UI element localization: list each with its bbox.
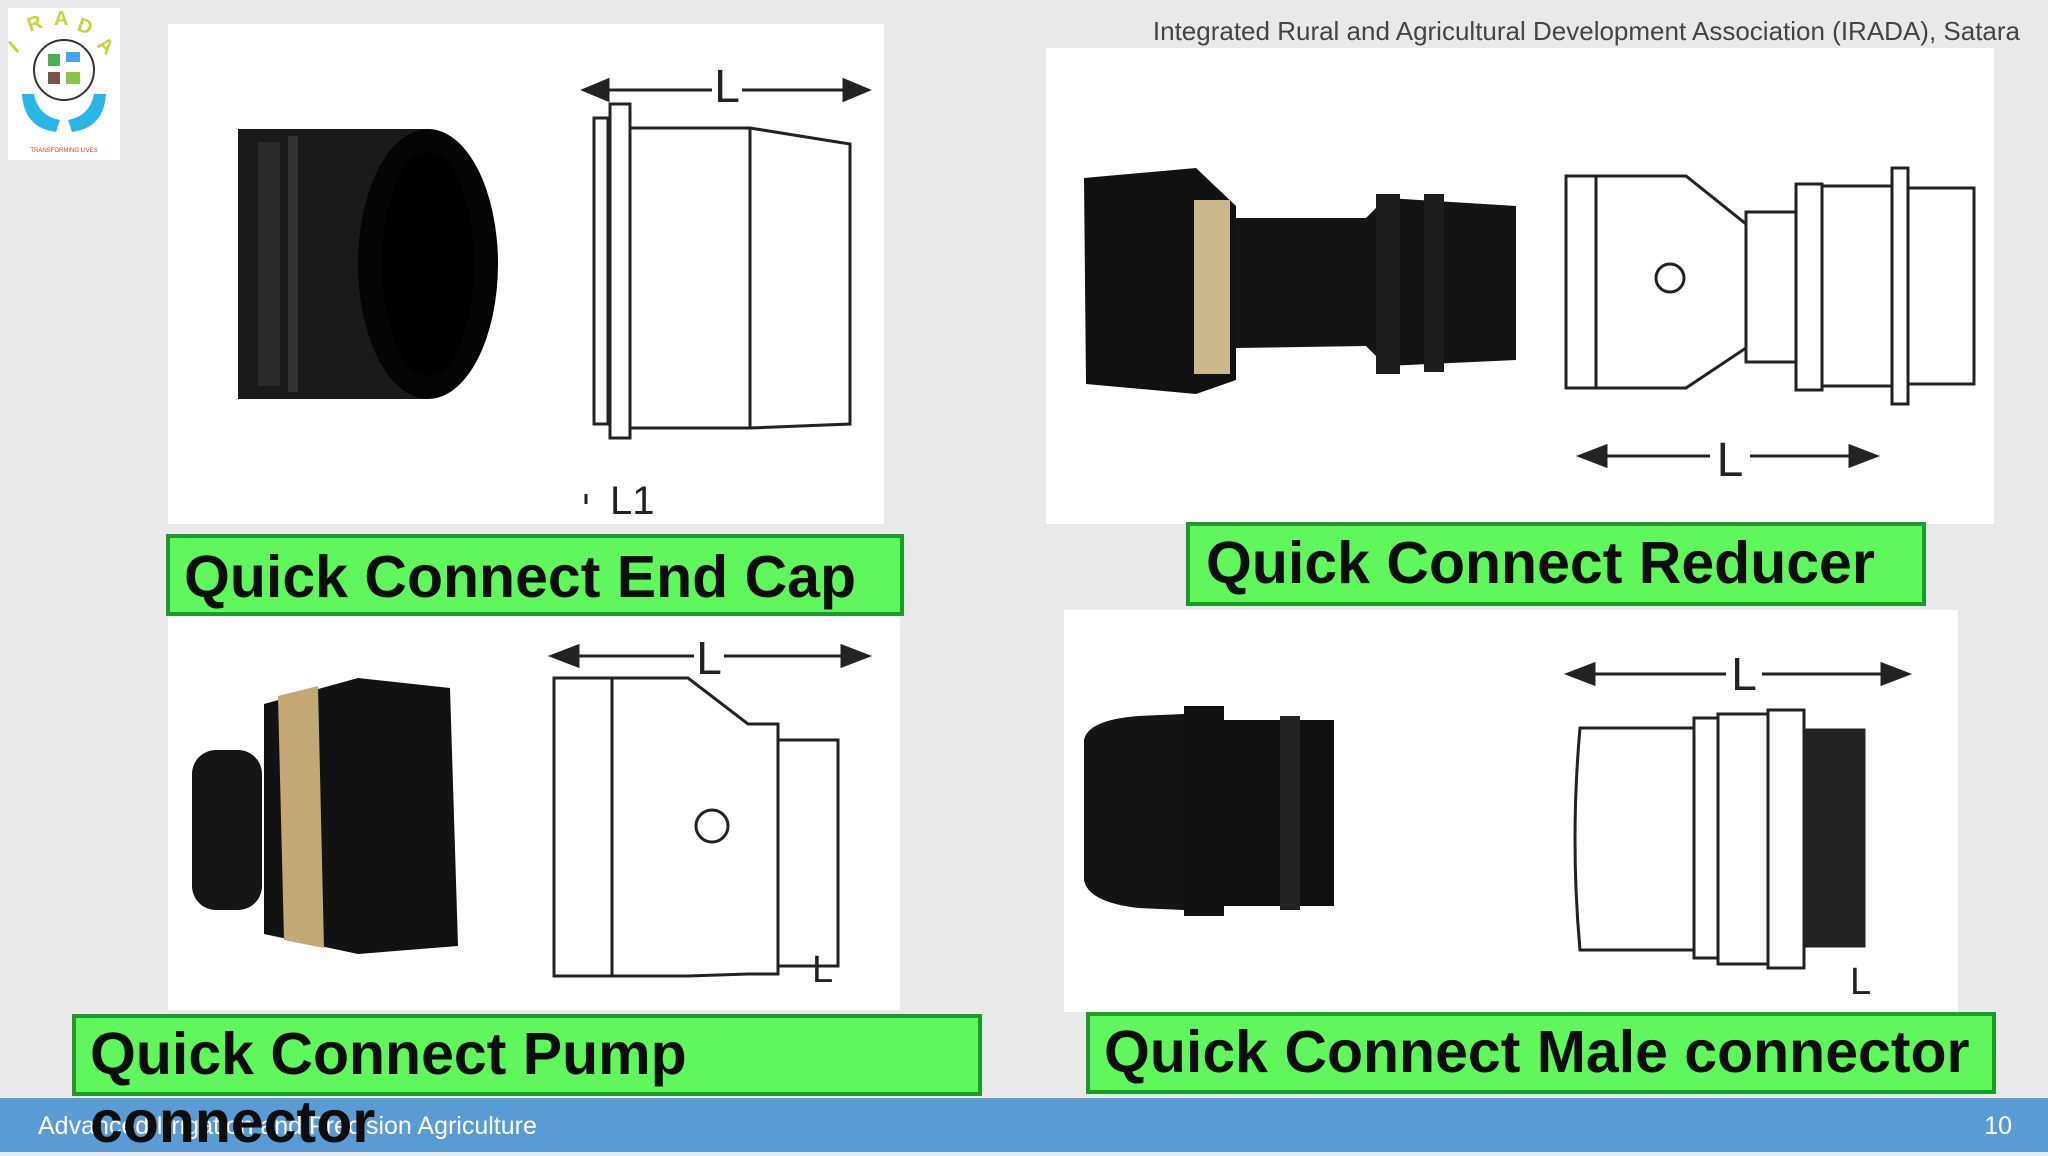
page-number: 10 xyxy=(1984,1112,2012,1140)
reducer-photo xyxy=(1084,168,1516,394)
male-connector-drawing xyxy=(1563,661,1913,970)
male-connector-label: Quick Connect Male connector xyxy=(1104,1019,1970,1085)
end-cap-label: Quick Connect End Cap xyxy=(184,544,857,610)
dimension-label-l: L xyxy=(1850,961,1871,1003)
pump-connector-label: Quick Connect Pump connector xyxy=(90,1021,687,1155)
end-cap-image: L L1 xyxy=(168,24,884,524)
end-cap-photo xyxy=(238,129,498,399)
reducer-image: L xyxy=(1046,48,1994,524)
reducer-drawing xyxy=(1564,166,1976,469)
logo-letter: R xyxy=(24,11,46,37)
dimension-label-l: L xyxy=(696,632,722,684)
dimension-label-l: L xyxy=(1717,434,1744,487)
logo-letter: A xyxy=(93,33,118,59)
dimension-label-l1: L1 xyxy=(610,479,655,523)
irada-logo: I R A D A TRANSFORMING LIVES xyxy=(8,8,120,160)
footer-text: Advanced Irrigation and Precision Agricu… xyxy=(38,1112,537,1140)
pump-connector-drawing xyxy=(547,643,873,978)
logo-tagline: TRANSFORMING LIVES xyxy=(30,148,97,154)
logo-letter: D xyxy=(74,14,95,40)
reducer-label-box xyxy=(1186,522,1926,606)
end-cap-label-box xyxy=(166,534,904,616)
end-cap-drawing xyxy=(580,77,872,504)
male-connector-image: L L xyxy=(1064,610,1958,1012)
reducer-label: Quick Connect Reducer xyxy=(1206,530,1875,596)
organization-header: Integrated Rural and Agricultural Develo… xyxy=(1152,16,2020,46)
male-connector-label-box xyxy=(1086,1012,1996,1094)
footer-bar xyxy=(0,1098,2048,1152)
dimension-label-l: L xyxy=(714,60,740,112)
logo-letter: A xyxy=(54,8,68,30)
dimension-label-l: L xyxy=(1731,648,1757,700)
logo-letter: I xyxy=(8,37,23,57)
pump-connector-photo xyxy=(192,678,458,954)
pump-connector-label-box xyxy=(72,1014,982,1096)
dimension-label-l: L xyxy=(812,949,833,991)
pump-connector-image: L L xyxy=(168,604,900,1010)
male-connector-photo xyxy=(1084,706,1334,916)
